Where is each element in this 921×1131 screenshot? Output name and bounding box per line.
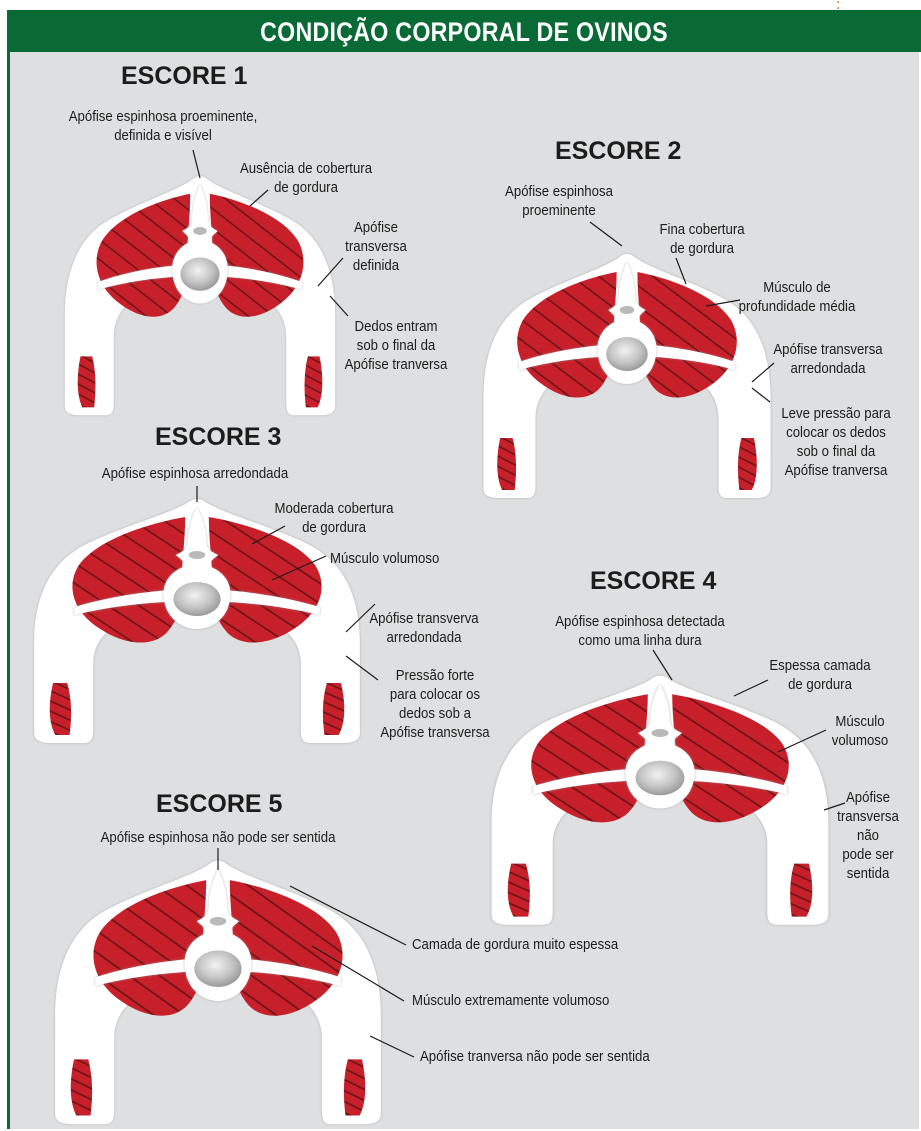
score-3-label-fat: Moderada cobertura de gordura (264, 499, 405, 537)
score-1-label-fingers: Dedos entram sob o final da Apófise tran… (334, 317, 457, 374)
score-1-label-fat: Ausência de cobertura de gordura (236, 159, 377, 197)
score-2-label-fat: Fina cobertura de gordura (647, 220, 756, 258)
score-4-label-spinous: Apófise espinhosa detectada como uma lin… (534, 612, 745, 650)
score-3-label-muscle: Músculo volumoso (330, 549, 471, 568)
score-1-label-transverse: Apófise transversa definida (332, 218, 420, 275)
score-5-label-transverse: Apófise tranversa não pode ser sentida (420, 1047, 702, 1066)
score-4-label-muscle: Músculo volumoso (818, 712, 902, 750)
score-5-diagram (55, 861, 381, 1125)
score-3-label-spinous: Apófise espinhosa arredondada (76, 464, 314, 483)
score-4-diagram (492, 676, 829, 925)
score-5-title: ESCORE 5 (156, 790, 282, 819)
score-5-label-spinous: Apófise espinhosa não pode ser sentida (79, 828, 357, 847)
score-1-title: ESCORE 1 (121, 62, 247, 91)
score-2-label-spinous: Apófise espinhosa proeminente (495, 182, 623, 220)
score-3-label-transverse: Apófise transverva arredondada (354, 609, 495, 647)
score-5-label-muscle: Músculo extremamente volumoso (412, 991, 676, 1010)
score-2-label-pressure: Leve pressão para colocar os dedos sob o… (771, 404, 901, 480)
score-4-label-transverse: Apófise transversa não pode ser sentida (826, 788, 910, 883)
score-1-diagram (65, 176, 335, 415)
score-2-diagram (483, 254, 770, 498)
score-1-label-spinous: Apófise espinhosa proeminente, definida … (53, 107, 273, 145)
score-2-label-transverse: Apófise transversa arredondada (758, 340, 899, 378)
score-5-label-fat: Camada de gordura muito espessa (412, 935, 676, 954)
score-4-label-fat: Espessa camada de gordura (760, 656, 880, 694)
score-2-title: ESCORE 2 (555, 137, 681, 166)
score-3-label-pressure: Pressão forte para colocar os dedos sob … (369, 666, 501, 742)
score-2-label-muscle: Músculo de profundidade média (731, 278, 863, 316)
score-4-title: ESCORE 4 (590, 567, 716, 596)
score-3-title: ESCORE 3 (155, 423, 281, 452)
